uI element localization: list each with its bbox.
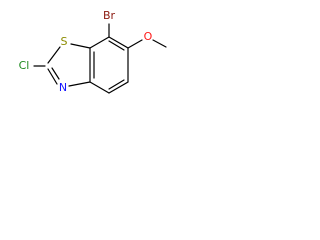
bond-c4-c3a [89, 81, 110, 94]
bond-c7-c6-inner [108, 40, 125, 51]
atom-label-cl: Cl [19, 59, 30, 72]
bond-c2-s [47, 46, 61, 64]
bond-c6-o [127, 39, 143, 49]
molecule-structure-diagram: Br S Cl N O [19, 9, 167, 94]
bond-c2-n [47, 68, 58, 85]
atom-label-br: Br [103, 9, 116, 22]
bonds [33, 23, 167, 94]
atom-labels: Br S Cl N O [19, 9, 153, 94]
bond-n-c3a [68, 81, 91, 87]
bond-o-ch3 [152, 39, 167, 48]
atom-label-s: S [61, 35, 68, 48]
bond-c5-c4 [108, 81, 129, 94]
bond-c7-c6 [108, 36, 129, 49]
atom-label-o: O [144, 30, 153, 43]
bond-s-c7a [70, 43, 91, 49]
bond-c7a-c7 [89, 36, 110, 49]
atom-label-n: N [59, 81, 67, 94]
bond-c2-n-inner [51, 67, 60, 80]
bond-c5-c4-inner [108, 79, 125, 90]
